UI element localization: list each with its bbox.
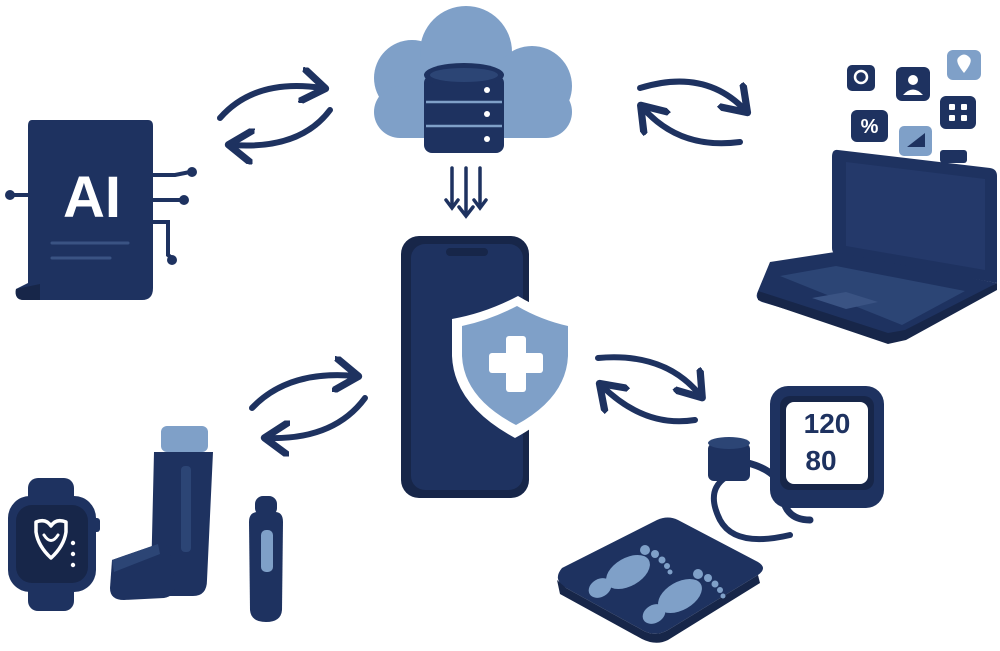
right-footprint-icon — [642, 569, 726, 624]
percent-symbol: % — [861, 116, 879, 138]
left-footprint-icon — [588, 545, 673, 598]
smartphone-shield-icon — [401, 236, 578, 498]
downward-arrows-icon — [444, 166, 488, 219]
laptop-icon: % — [756, 50, 997, 344]
sync-arrows-icon — [595, 354, 700, 425]
ai-document-icon: AI — [5, 120, 197, 300]
app-chat-icon — [847, 65, 875, 91]
smart-scale-icon — [557, 517, 763, 643]
cloud-database-icon — [374, 6, 572, 153]
ai-label: AI — [63, 165, 121, 230]
inhaler-icon — [110, 426, 213, 600]
diastolic-reading: 80 — [805, 445, 836, 476]
smartwatch-icon — [8, 478, 100, 611]
injector-pen-icon — [249, 496, 283, 622]
systolic-reading: 120 — [804, 408, 851, 439]
medical-cross-icon — [489, 336, 543, 392]
sync-arrows-icon — [217, 86, 333, 146]
sync-arrows-icon — [249, 375, 368, 438]
app-image-icon — [899, 126, 932, 156]
app-grid-icon — [940, 96, 976, 129]
app-user-icon — [896, 67, 930, 101]
blood-pressure-monitor-icon: 120 80 — [708, 386, 884, 543]
app-location-icon — [947, 50, 981, 80]
sync-arrows-icon — [637, 78, 745, 147]
app-percent-icon: % — [851, 110, 888, 142]
